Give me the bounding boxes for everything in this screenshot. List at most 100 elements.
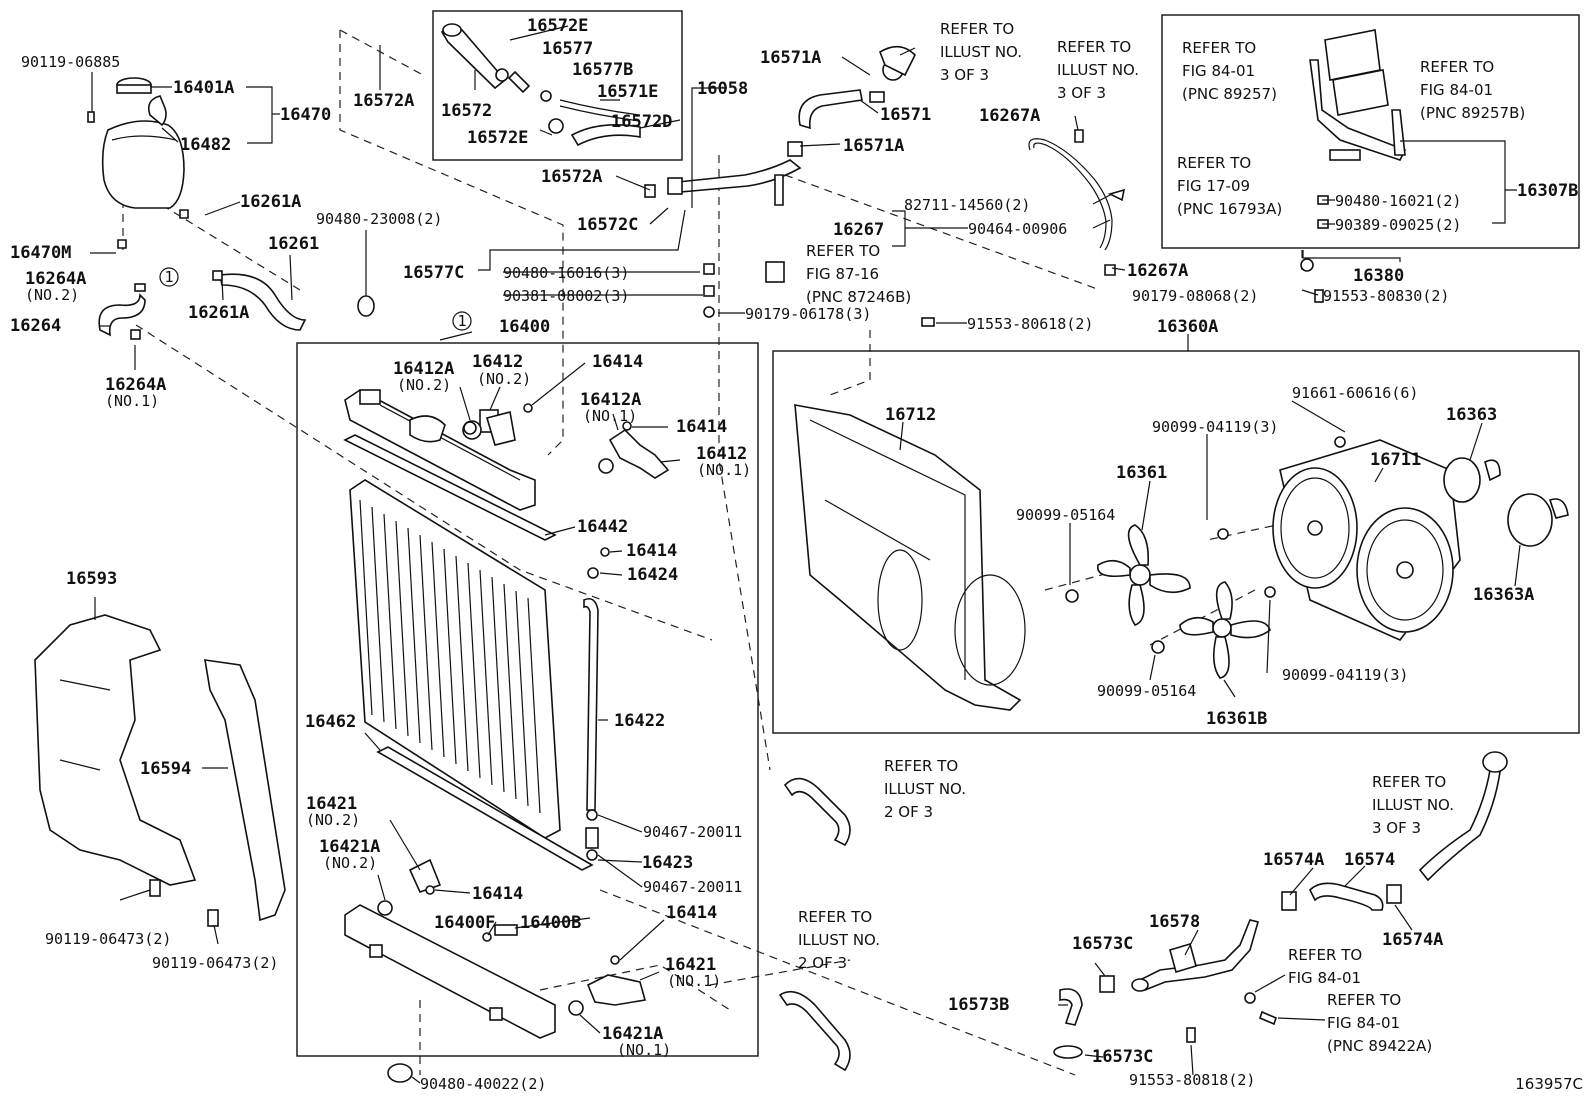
label-16400F: 16400F <box>434 913 495 933</box>
note-line: ILLUST NO. <box>1372 796 1454 814</box>
label-90467-20011: 90467-20011 <box>643 823 742 841</box>
label-16577B: 16577B <box>572 60 633 80</box>
callout-number: 1 <box>164 268 173 286</box>
label-16267: 16267 <box>833 220 884 240</box>
label-16400B: 16400B <box>520 913 581 933</box>
note-line: ILLUST NO. <box>1057 61 1139 79</box>
label-16412A-2: 16412A <box>580 390 641 410</box>
label-16577: 16577 <box>542 39 593 59</box>
label-16412-2: 16412 <box>696 444 747 464</box>
label-16573C: 16573C <box>1072 934 1133 954</box>
label-90480-16016: 90480-16016(3) <box>503 264 629 282</box>
note-refer-illust-3of3-c: REFER TO ILLUST NO. 3 OF 3 <box>1372 773 1454 837</box>
note-line: (PNC 87246B) <box>806 288 911 306</box>
label-90119-06885: 90119-06885 <box>21 53 120 71</box>
note-line: REFER TO <box>940 20 1014 38</box>
label-16572A: 16572A <box>353 91 414 111</box>
label-16574A: 16574A <box>1263 850 1324 870</box>
label-16462: 16462 <box>305 712 356 732</box>
label-16577C: 16577C <box>403 263 464 283</box>
label-91553-80618: 91553-80618(2) <box>967 315 1093 333</box>
label-82711-14560: 82711-14560(2) <box>904 196 1030 214</box>
label-16361B: 16361B <box>1206 709 1267 729</box>
callout-1-left: 1 <box>159 267 179 287</box>
fan-blade-16361 <box>1097 524 1191 626</box>
reference-notes: REFER TO ILLUST NO. 3 OF 3 REFER TO ILLUST … <box>798 20 1525 1055</box>
note-line: 3 OF 3 <box>1372 819 1421 837</box>
reservoir-hoses <box>98 270 307 340</box>
note-refer-illust-3of3-b: REFER TO ILLUST NO. 3 OF 3 <box>1057 38 1139 102</box>
note-line: REFER TO <box>1372 773 1446 791</box>
label-16593: 16593 <box>66 569 117 589</box>
label-16594: 16594 <box>140 759 191 779</box>
label-16414-5: 16414 <box>666 903 717 923</box>
label-16574A-2: 16574A <box>1382 930 1443 950</box>
label-16574: 16574 <box>1344 850 1395 870</box>
part-labels: 90119-06885 16401A 16470 16482 16470M 16… <box>10 16 1583 1093</box>
label-90179-08068: 90179-08068(2) <box>1132 287 1258 305</box>
callout-1-radiator: 1 <box>452 311 472 331</box>
note-line: FIG 17-09 <box>1177 177 1250 195</box>
label-90480-40022: 90480-40022(2) <box>420 1075 546 1093</box>
label-16470M: 16470M <box>10 243 71 263</box>
note-line: ILLUST NO. <box>798 931 880 949</box>
note-line: REFER TO <box>1177 154 1251 172</box>
label-16264A: 16264A <box>25 269 86 289</box>
label-no2-16421A: (NO.2) <box>323 854 377 872</box>
label-16421A: 16421A <box>319 837 380 857</box>
note-line: 2 OF 3 <box>798 954 847 972</box>
note-line: REFER TO <box>1327 991 1401 1009</box>
label-16058: 16058 <box>697 79 748 99</box>
label-16363: 16363 <box>1446 405 1497 425</box>
fan-blade-16361B <box>1179 581 1271 679</box>
label-16423: 16423 <box>642 853 693 873</box>
label-16261: 16261 <box>268 234 319 254</box>
label-no1-16421: (NO.1) <box>667 972 721 990</box>
lower-radiator-hoses <box>778 777 851 1072</box>
label-16572E-2: 16572E <box>467 128 528 148</box>
label-16573B: 16573B <box>948 995 1009 1015</box>
note-line: REFER TO <box>884 757 958 775</box>
label-no2: (NO.2) <box>25 286 79 304</box>
note-line: FIG 84-01 <box>1182 62 1255 80</box>
label-16712: 16712 <box>885 405 936 425</box>
note-line: 3 OF 3 <box>1057 84 1106 102</box>
label-no1-16412A: (NO.1) <box>583 407 637 425</box>
note-line: REFER TO <box>1420 58 1494 76</box>
hose-group-parts <box>440 23 641 147</box>
note-line: REFER TO <box>1057 38 1131 56</box>
label-16307B: 16307B <box>1517 181 1578 201</box>
label-90480-16021: 90480-16021(2) <box>1335 192 1461 210</box>
radiator-supports <box>34 614 286 927</box>
note-line: (PNC 89422A) <box>1327 1037 1432 1055</box>
label-16482: 16482 <box>180 135 231 155</box>
label-16414: 16414 <box>592 352 643 372</box>
assembly-lines <box>122 29 1303 1076</box>
label-16414-4: 16414 <box>472 884 523 904</box>
label-no2-16421: (NO.2) <box>306 811 360 829</box>
label-90099-04119-2: 90099-04119(3) <box>1282 666 1408 684</box>
label-16412: 16412 <box>472 352 523 372</box>
label-16261A-2: 16261A <box>188 303 249 323</box>
note-line: REFER TO <box>1288 946 1362 964</box>
label-90179-06178: 90179-06178(3) <box>745 305 871 323</box>
label-16401A: 16401A <box>173 78 234 98</box>
label-16442: 16442 <box>577 517 628 537</box>
fan-motors <box>1065 436 1569 654</box>
label-16573C-2: 16573C <box>1092 1047 1153 1067</box>
callout-number: 1 <box>457 312 466 330</box>
figure-id: 163957C <box>1515 1075 1583 1093</box>
label-90119-06473-2: 90119-06473(2) <box>152 954 278 972</box>
label-90099-05164-2: 90099-05164 <box>1097 682 1196 700</box>
label-16267A: 16267A <box>979 106 1040 126</box>
fan-motor-housing <box>1272 439 1461 641</box>
note-line: 3 OF 3 <box>940 66 989 84</box>
label-no2-16412: (NO.2) <box>477 370 531 388</box>
label-16572E: 16572E <box>527 16 588 36</box>
label-16571: 16571 <box>880 105 931 125</box>
note-line: (PNC 89257B) <box>1420 104 1525 122</box>
